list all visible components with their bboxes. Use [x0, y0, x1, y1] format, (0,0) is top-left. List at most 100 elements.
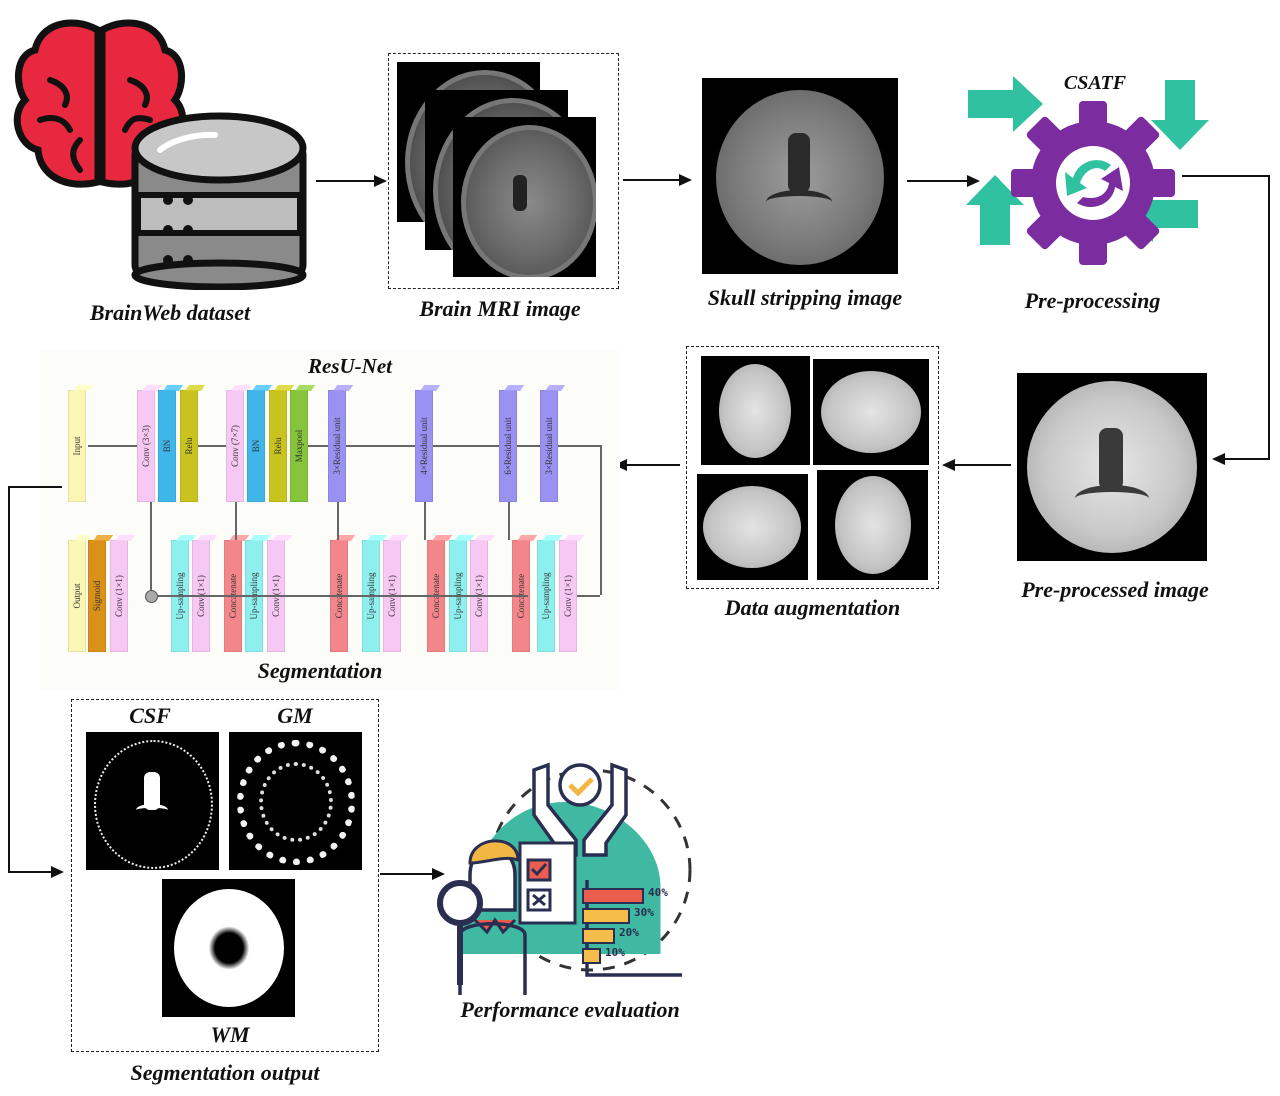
wm-segmentation-image — [162, 879, 295, 1017]
layer-label: Input — [72, 436, 82, 456]
decoder-layer: Conv (1×1) — [110, 540, 128, 652]
layer-label: Relu — [184, 437, 194, 455]
encoder-layer: 3×Residual unit — [328, 390, 346, 502]
skip-connection — [235, 502, 237, 540]
segmentation-output-box — [71, 699, 379, 1052]
encoder-layer: Conv (7×7) — [226, 390, 244, 502]
resunet-diagram: ResU-Net Input Conv (3×3) BN Relu Conv (7×7)… — [40, 350, 620, 690]
network-edge — [517, 445, 540, 447]
evaluation-illustration — [437, 762, 692, 995]
evaluation-bar-label: 20% — [619, 926, 639, 939]
csf-segmentation-image — [86, 732, 219, 870]
csf-label: CSF — [129, 703, 171, 728]
augmented-image-1 — [701, 356, 810, 465]
preprocessing-caption: Pre-processing — [1024, 288, 1161, 313]
arrow-line — [380, 873, 434, 875]
magnifier-icon — [437, 880, 483, 926]
evaluation-bar — [582, 888, 644, 904]
network-edge — [346, 445, 415, 447]
encoder-layer: 3×Residual unit — [540, 390, 558, 502]
network-edge — [88, 445, 137, 447]
arrow-line — [626, 464, 680, 466]
augmentation-caption: Data augmentation — [724, 595, 901, 620]
evaluation-bar — [582, 908, 630, 924]
layer-label: Conv (1×1) — [563, 575, 573, 617]
network-edge — [198, 445, 226, 447]
layer-label: Relu — [273, 437, 283, 455]
encoder-layer: Relu — [269, 390, 287, 502]
arrow-line — [907, 180, 969, 182]
preprocessed-image — [1017, 373, 1207, 561]
encoder-layer: 4×Residual unit — [415, 390, 433, 502]
skip-connection — [150, 502, 152, 595]
network-edge — [577, 595, 600, 597]
layer-label: Sigmoid — [92, 580, 102, 612]
connector-line — [1182, 175, 1270, 177]
skip-connection — [600, 445, 602, 595]
layer-label: 3×Residual unit — [544, 417, 554, 475]
skip-connection — [508, 502, 510, 540]
layer-label: Maxpool — [294, 429, 304, 463]
arrow-right-icon — [967, 175, 980, 187]
encoder-layer: Input — [68, 390, 86, 502]
decoder-layer: Sigmoid — [88, 540, 106, 652]
gear-icon — [966, 76, 1209, 265]
connector-line — [1268, 175, 1270, 460]
preprocessed-caption: Pre-processed image — [1021, 577, 1209, 602]
segmentation-output-caption: Segmentation output — [130, 1060, 320, 1085]
network-edge — [150, 595, 528, 597]
database-icon — [131, 112, 307, 290]
segmentation-caption: Segmentation — [257, 658, 383, 683]
augmented-image-2 — [813, 359, 929, 465]
augmentation-box — [686, 346, 939, 589]
arrow-right-icon — [51, 866, 64, 878]
layer-label: 4×Residual unit — [419, 417, 429, 475]
arrow-line — [623, 179, 681, 181]
gm-segmentation-image — [229, 732, 362, 870]
network-edge — [433, 445, 499, 447]
augmented-image-4 — [817, 470, 928, 580]
evaluation-bar — [582, 948, 601, 964]
arrow-line — [955, 464, 1011, 466]
layer-label: Conv (7×7) — [230, 425, 240, 467]
layer-label: Up-sampling — [541, 572, 551, 620]
arrow-left-icon — [1212, 453, 1225, 465]
layer-label: Conv (1×1) — [114, 575, 124, 617]
resunet-title: ResU-Net — [308, 354, 392, 378]
layer-label: 3×Residual unit — [332, 417, 342, 475]
arrow-right-icon — [374, 175, 387, 187]
arrow-line — [316, 180, 376, 182]
arrow-left-icon — [942, 459, 955, 471]
brainweb-dataset: BrainWeb dataset — [0, 0, 320, 330]
encoder-layer: Relu — [180, 390, 198, 502]
layer-label: BN — [162, 439, 172, 453]
skip-connection — [424, 502, 426, 540]
layer-label: BN — [251, 439, 261, 453]
evaluation-bar — [582, 928, 615, 944]
network-edge — [308, 445, 328, 447]
network-edge — [558, 445, 600, 447]
preprocessing-block: CSATF Pre-processi — [960, 70, 1210, 320]
arrow-right-icon — [432, 868, 445, 880]
skull-stripped-image — [702, 78, 898, 274]
decoder-layer: Output — [68, 540, 86, 652]
brainweb-caption: BrainWeb dataset — [89, 300, 251, 325]
evaluation-bar-label: 10% — [605, 946, 625, 959]
evaluation-bar-label: 40% — [648, 886, 668, 899]
mri-caption: Brain MRI image — [419, 296, 581, 321]
mri-stack-box — [388, 53, 619, 289]
encoder-layer: BN — [158, 390, 176, 502]
connector-line — [8, 486, 62, 488]
connector-line — [1222, 458, 1270, 460]
layer-label: Conv (3×3) — [141, 425, 151, 467]
evaluation-bar-label: 30% — [634, 906, 654, 919]
decoder-layer: Conv (1×1) — [559, 540, 577, 652]
evaluation-caption: Performance evaluation — [460, 997, 680, 1022]
layer-label: Output — [72, 583, 82, 609]
gm-label: GM — [277, 703, 313, 728]
encoder-layer: 6×Residual unit — [499, 390, 517, 502]
skull-caption: Skull stripping image — [707, 285, 903, 310]
performance-evaluation: 40% 30% 20% 10% Performance evaluation — [430, 745, 720, 1035]
skip-connection — [337, 502, 339, 540]
csatf-label: CSATF — [1063, 72, 1127, 94]
